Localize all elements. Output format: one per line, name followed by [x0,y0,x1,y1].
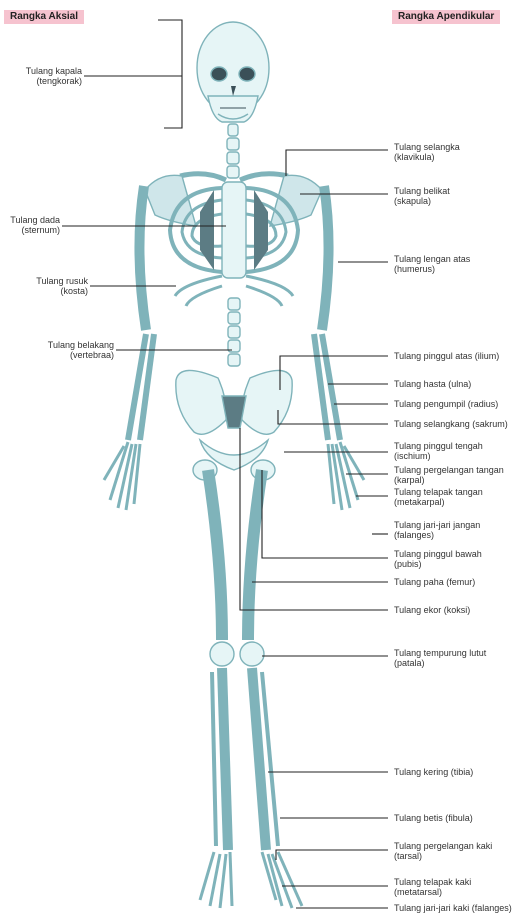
label-fibula: Tulang betis (fibula) [394,813,473,823]
label-metatarsal: Tulang telapak kaki(metatarsal) [394,877,471,897]
label-phalanges-foot: Tulang jari-jari kaki (falanges) [394,903,512,913]
label-radius: Tulang pengumpil (radius) [394,399,498,409]
label-sternum: Tulang dada(sternum) [10,215,60,235]
label-clavicle: Tulang selangka(klavikula) [394,142,460,162]
label-carpal: Tulang pergelangan tangan(karpal) [394,465,504,485]
label-skull: Tulang kapala(tengkorak) [26,66,82,86]
leader-tarsal [276,850,388,860]
label-patella: Tulang tempurung lutut(patala) [394,648,486,668]
label-coccyx: Tulang ekor (koksi) [394,605,470,615]
pelvis [176,370,292,480]
label-scapula: Tulang belikat(skapula) [394,186,450,206]
leader-ilium [280,356,388,390]
label-metacarpal: Tulang telapak tangan(metakarpal) [394,487,483,507]
skull-bracket [158,20,182,128]
skull [197,22,269,122]
feet [200,852,302,908]
label-ischium: Tulang pinggul tengah(ischium) [394,441,483,461]
label-sacrum: Tulang selangkang (sakrum) [394,419,508,429]
leader-pubis [262,470,388,558]
label-femur: Tulang paha (femur) [394,577,475,587]
label-tibia: Tulang kering (tibia) [394,767,473,777]
label-tarsal: Tulang pergelangan kaki(tarsal) [394,841,492,861]
label-ulna: Tulang hasta (ulna) [394,379,471,389]
label-ilium: Tulang pinggul atas (ilium) [394,351,499,361]
label-rib: Tulang rusuk(kosta) [36,276,88,296]
label-spine: Tulang belakang(vertebraa) [48,340,114,360]
sternum [222,182,246,278]
label-phalanges-hand: Tulang jari-jari jangan(falanges) [394,520,480,540]
label-pubis: Tulang pinggul bawah(pubis) [394,549,482,569]
label-humerus: Tulang lengan atas(humerus) [394,254,470,274]
leader-clavicle [286,150,388,176]
